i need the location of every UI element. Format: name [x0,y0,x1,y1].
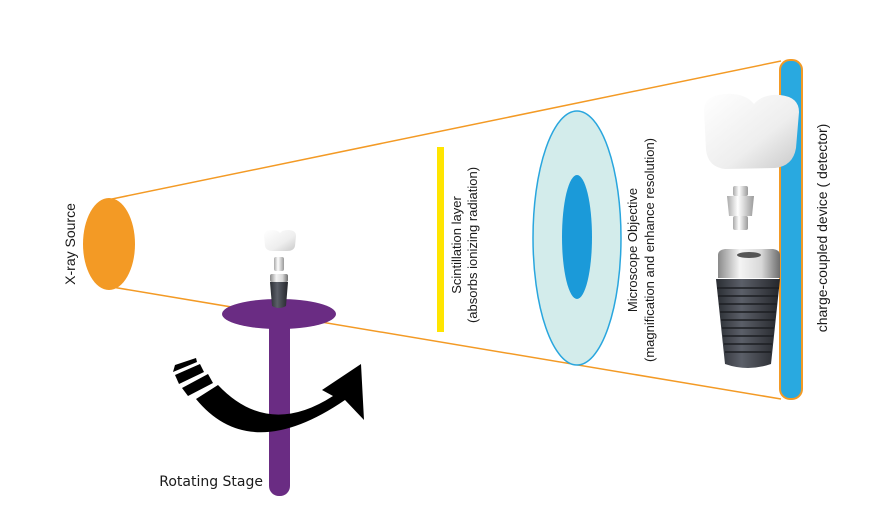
xray-source [83,198,135,290]
magnified-implant-fixture [716,249,780,368]
objective-label-line2: (magnification and enhance resolution) [642,138,657,362]
objective-label-line1: Microscope Objective [625,188,640,312]
objective-inner-lens [562,175,592,299]
beam-bottom-edge [111,286,782,400]
scintillation-layer [437,147,444,332]
sample-crown [264,230,296,251]
rotation-arrow-icon [173,358,364,433]
sample-collar [270,274,288,282]
ccd-detector-label: charge-coupled device ( detector) [814,124,830,333]
beam-top-edge [111,60,782,200]
magnified-implant-image [704,93,799,368]
magnified-abutment [727,186,754,230]
scintillation-label-line1: Scintillation layer [449,196,464,294]
rotating-stage-disc [222,299,336,329]
sample-abutment [274,257,284,271]
xray-beam [111,60,782,400]
rotating-stage-label: Rotating Stage [159,474,263,490]
sample-implant [264,230,296,308]
magnified-crown [704,93,799,169]
sample-thread [270,282,288,308]
scintillation-label-line2: (absorbs ionizing radiation) [465,167,480,323]
rotating-stage-rod [269,312,290,496]
xray-source-label: X-ray Source [62,203,78,285]
microscope-objective [532,110,622,366]
